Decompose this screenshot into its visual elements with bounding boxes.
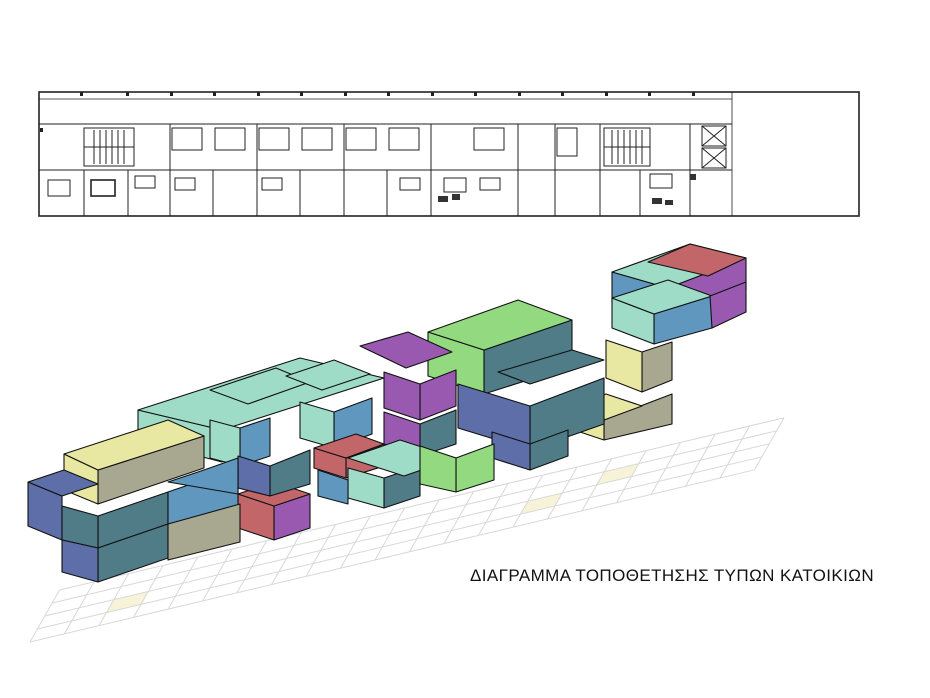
block-top-face (27, 469, 99, 497)
plan-elevator (90, 179, 116, 197)
grid-line (52, 430, 777, 604)
grid-line (650, 442, 682, 495)
block-top-face (285, 359, 371, 391)
grid-line (409, 499, 440, 553)
grid-line (98, 573, 130, 626)
block-front-face (605, 339, 643, 393)
block-side-face (455, 443, 495, 493)
block-front-face (419, 445, 457, 493)
grid-line (37, 456, 763, 630)
grid-line (547, 466, 578, 520)
block-front-face (167, 503, 241, 561)
plan-columns (40, 92, 695, 132)
grid-line (59, 417, 785, 591)
grid-line (29, 469, 755, 643)
grid-line (202, 548, 233, 602)
block-front-face (237, 455, 271, 497)
grid-line (305, 524, 337, 577)
grid-line (685, 433, 716, 487)
grid-cell-highlight (596, 463, 639, 485)
floor-plan (38, 91, 860, 217)
block-front-face (299, 401, 335, 449)
diagram-caption: ΔΙΑΓΡΑΜΜΑ ΤΟΠΟΘΕΤΗΣΗΣ ΤΥΠΩΝ ΚΑΤΟΙΚΙΩΝ (470, 566, 875, 585)
plan-stair-right (603, 127, 651, 167)
grid-cell-highlight (520, 493, 563, 515)
block-top-face (709, 281, 747, 329)
plan-stair-left (83, 127, 135, 167)
block-side-face (269, 449, 311, 497)
grid-line (581, 458, 613, 512)
plan-shaft (701, 125, 727, 169)
grid-line (719, 425, 751, 479)
grid-line (44, 443, 770, 617)
housing-blocks (27, 243, 747, 583)
block-side-face (641, 341, 673, 393)
block-top-face (63, 419, 205, 471)
block-front-face (383, 371, 421, 421)
grid-line (340, 515, 371, 569)
block-top-face (427, 299, 573, 351)
block-front-face (61, 539, 99, 583)
block-top-face (359, 331, 453, 369)
block-top-face (313, 433, 385, 459)
plan-outline (38, 91, 860, 217)
grid-line (64, 581, 95, 635)
grid-line (271, 532, 302, 585)
grid-line (478, 483, 509, 536)
block-top-face (647, 243, 747, 277)
block-front-face (347, 467, 385, 509)
block-front-face (167, 457, 239, 495)
grid-line (167, 556, 199, 610)
grid-line (512, 474, 544, 528)
grid-line (236, 540, 268, 594)
plan-units (47, 124, 691, 216)
grid-line (616, 450, 647, 503)
grid-line (443, 491, 475, 544)
grid-line (754, 417, 785, 471)
grid-line (29, 589, 61, 643)
grid-line (133, 565, 164, 618)
block-top-face (497, 349, 605, 385)
block-front-face (317, 469, 349, 505)
grid-cell-highlight (106, 591, 149, 613)
grid-line (374, 507, 406, 561)
base-grid (29, 417, 785, 643)
